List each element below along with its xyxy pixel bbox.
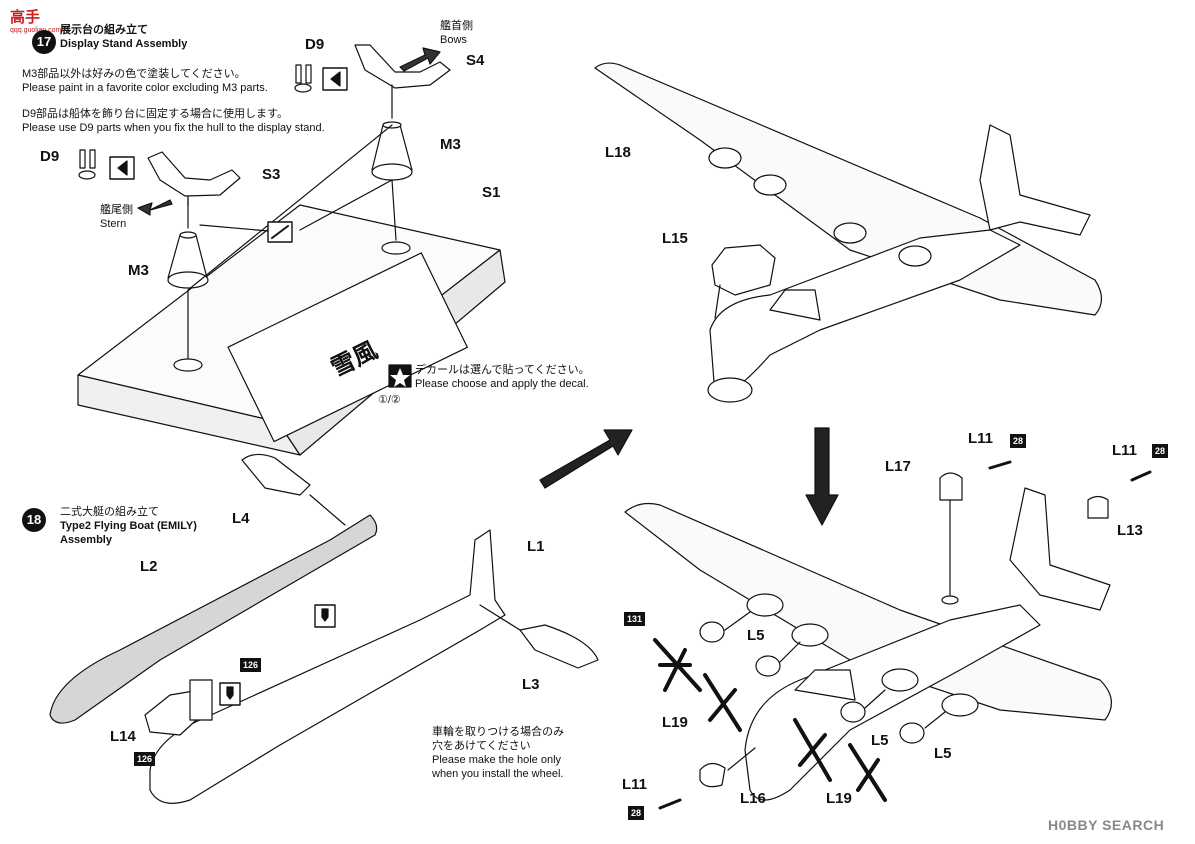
paint-code-28-c: 28 (628, 806, 645, 820)
part-label-l15: L15 (662, 230, 688, 247)
step-18-title-jp: 二式大艇の組み立て (60, 506, 159, 518)
paint-code-126-a: 126 (240, 658, 262, 672)
part-label-m3-left: M3 (128, 262, 149, 279)
progress-arrow-down (805, 427, 839, 526)
step-18-title-en-2: Assembly (60, 534, 112, 546)
paint-code-131: 131 (624, 612, 646, 626)
decal-note-en: Please choose and apply the decal. (415, 378, 589, 390)
part-label-l16: L16 (740, 790, 766, 807)
stern-label-en: Stern (100, 218, 127, 230)
display-stand-base (77, 204, 506, 456)
part-label-l3: L3 (522, 676, 540, 693)
step-18-marker: 18 (22, 508, 46, 532)
stabilizer-l4 (241, 453, 311, 496)
part-label-s3: S3 (262, 166, 281, 183)
drill-hole-icon-b (219, 682, 241, 706)
wheel-note-jp-1: 車輪を取りつける場合のみ (432, 726, 565, 738)
stern-label-jp: 艦尾側 (100, 204, 133, 216)
part-label-l4: L4 (232, 510, 250, 527)
paint-all-icon-left (109, 156, 135, 180)
paint-code-28-a: 28 (1010, 434, 1027, 448)
part-label-d9-top: D9 (305, 36, 325, 53)
site-logo: 高手 qqq.guolian.com (10, 6, 61, 34)
bows-arrow (399, 47, 441, 72)
paint-code-126-b: 126 (134, 752, 156, 766)
nose-cap-l16 (699, 762, 726, 788)
part-label-l2: L2 (140, 558, 158, 575)
canopy-l15 (711, 244, 776, 319)
part-label-l19-a: L19 (662, 714, 688, 731)
part-label-s1: S1 (482, 184, 501, 201)
aircraft-top (594, 62, 1103, 403)
decal-note-jp: デカールは選んで貼ってください。 (415, 364, 590, 376)
step-17-title-jp: 展示台の組み立て (60, 24, 148, 36)
hull-l1 (149, 529, 506, 804)
paint-code-28-b: 28 (1152, 444, 1169, 458)
step-17-note2-jp: D9部品は船体を飾り台に固定する場合に使用します。 (22, 108, 288, 120)
part-label-l19-b: L19 (826, 790, 852, 807)
d9-pin-top (294, 64, 312, 93)
site-logo-url: qqq.guolian.com (10, 27, 62, 34)
site-logo-text: 高手 (10, 9, 41, 26)
wheel-note-en-2: when you install the wheel. (432, 768, 564, 780)
hull-l2 (49, 514, 378, 724)
step-17-note2-en: Please use D9 parts when you fix the hul… (22, 122, 325, 134)
aircraft-bottom (624, 487, 1112, 801)
step-18-title-en-1: Type2 Flying Boat (EMILY) (60, 520, 197, 532)
step-17-note1-en: Please paint in a favorite color excludi… (22, 82, 268, 94)
part-label-l14: L14 (110, 728, 136, 745)
wheel-note-jp-2: 穴をあけてください (432, 740, 531, 752)
stern-arrow (137, 199, 173, 216)
part-l17 (939, 472, 963, 501)
rod-l11-a (988, 460, 1012, 470)
part-l13 (1087, 495, 1109, 519)
progress-arrow-right (539, 429, 633, 489)
rod-l11-b (1130, 470, 1152, 482)
part-label-l13: L13 (1117, 522, 1143, 539)
propellers-l19 (653, 638, 887, 802)
part-label-l1: L1 (527, 538, 545, 555)
part-label-l17: L17 (885, 458, 911, 475)
part-label-l11-b: L11 (1112, 442, 1138, 459)
part-label-l18: L18 (605, 144, 631, 161)
step-17-marker: 17 (32, 30, 56, 54)
bows-label-jp: 艦首側 (440, 20, 473, 32)
m3-cone-top (371, 121, 413, 181)
s3-cradle (147, 151, 241, 206)
glue-icon (267, 221, 293, 243)
part-label-l5-a: L5 (747, 627, 765, 644)
m3-cone-left (167, 231, 209, 289)
part-label-l11-c: L11 (622, 776, 648, 793)
footer-watermark: H0BBY SEARCH (1048, 817, 1165, 833)
bows-label-en: Bows (440, 34, 467, 46)
rod-l11-c (658, 798, 682, 810)
stabilizer-l3 (519, 624, 599, 669)
decal-options: ①/② (378, 394, 401, 406)
step-17-note1-jp: M3部品以外は好みの色で塗装してください。 (22, 68, 246, 80)
wheel-note-en-1: Please make the hole only (432, 754, 562, 766)
drill-hole-icon-a (314, 604, 336, 628)
part-label-l11-a: L11 (968, 430, 994, 447)
engine-cowlings-l5 (699, 621, 925, 744)
s4-cradle (354, 44, 451, 101)
part-label-l5-c: L5 (934, 745, 952, 762)
paint-all-icon-top (322, 67, 348, 91)
d9-pin-left (78, 149, 96, 180)
part-label-d9-left: D9 (40, 148, 60, 165)
part-label-l5-b: L5 (871, 732, 889, 749)
part-label-m3-top: M3 (440, 136, 461, 153)
step-17-title-en: Display Stand Assembly (60, 38, 188, 50)
decal-star-icon (388, 364, 412, 388)
part-label-s4: S4 (466, 52, 485, 69)
